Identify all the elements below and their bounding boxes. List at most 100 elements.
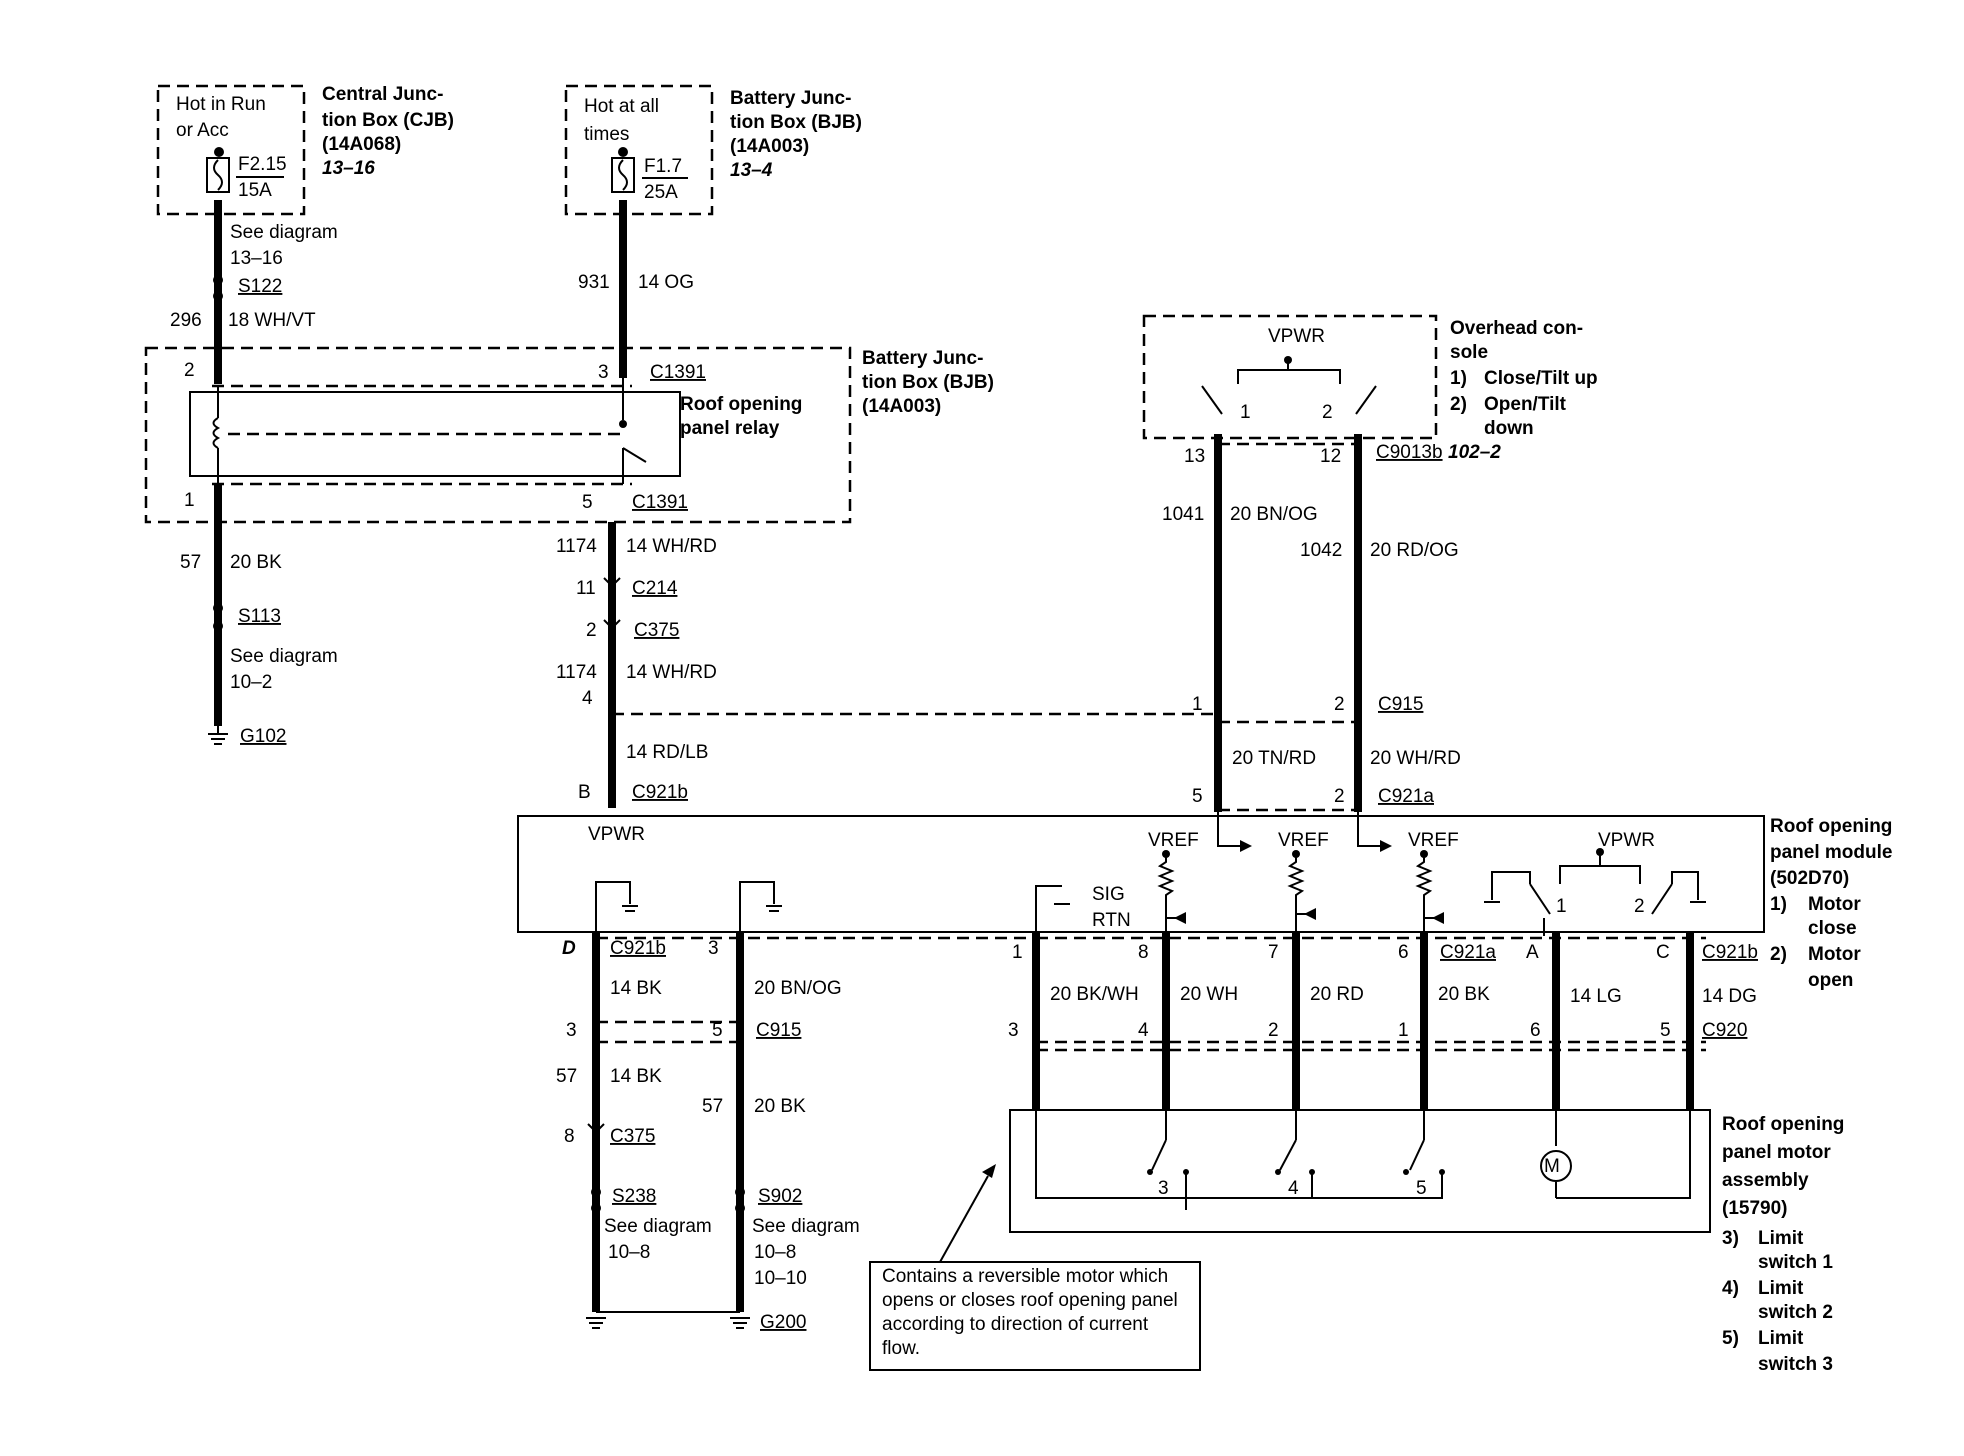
mid-p4: 4 bbox=[582, 688, 593, 709]
motor-item-5b: switch 3 bbox=[1758, 1354, 1833, 1375]
left-see-2: 13–16 bbox=[230, 248, 283, 269]
lr-p6: 6 bbox=[1398, 942, 1409, 963]
ll-pD: D bbox=[562, 938, 576, 959]
c921a-label: C921a bbox=[1378, 786, 1434, 807]
note-arrow bbox=[939, 1175, 989, 1263]
ll-see2-1: See diagram bbox=[752, 1216, 860, 1237]
overhead-item-2: Open/Tilt bbox=[1484, 394, 1567, 415]
ll-c915: C915 bbox=[756, 1020, 801, 1041]
relay-pin3: 3 bbox=[598, 362, 609, 383]
cjb-name-2: tion Box (CJB) bbox=[322, 110, 454, 131]
resistor-icon bbox=[1415, 850, 1444, 935]
circuit-57: 57 bbox=[180, 552, 201, 573]
lr-q6: 6 bbox=[1530, 1020, 1541, 1041]
mid-p11: 11 bbox=[576, 578, 596, 599]
cjb-name-1: Central Junc- bbox=[322, 84, 443, 105]
lr-q4: 4 bbox=[1138, 1020, 1149, 1041]
cjb-hot-line1: Hot in Run bbox=[176, 94, 266, 115]
relay-bjb-name-1: Battery Junc- bbox=[862, 348, 983, 369]
mid-pB: B bbox=[578, 782, 591, 803]
mid-c1: 1174 bbox=[556, 536, 597, 557]
module-item-1: Motor bbox=[1808, 894, 1861, 915]
ll-c921b: C921b bbox=[610, 938, 666, 959]
lr-w3: 20 RD bbox=[1310, 984, 1364, 1005]
lr-w5: 14 LG bbox=[1570, 986, 1622, 1007]
module-vref2: VREF bbox=[1278, 830, 1329, 851]
overhead-s2: 2 bbox=[1322, 402, 1333, 423]
lr-c920: C920 bbox=[1702, 1020, 1747, 1041]
module-item-1b: close bbox=[1808, 918, 1857, 939]
ll-c57b: 57 bbox=[702, 1096, 723, 1117]
c915-p2: 2 bbox=[1334, 694, 1345, 715]
module-name-1: Roof opening bbox=[1770, 816, 1892, 837]
note-line-3: according to direction of current bbox=[882, 1314, 1149, 1335]
ground-icon bbox=[208, 726, 228, 745]
ll-w20bnog: 20 BN/OG bbox=[754, 978, 842, 999]
motor-icon bbox=[1540, 1110, 1691, 1199]
module-name-2: panel module bbox=[1770, 842, 1892, 863]
note-line-4: flow. bbox=[882, 1338, 920, 1359]
motor-item-4: Limit bbox=[1758, 1278, 1804, 1299]
lr-p8: 8 bbox=[1138, 942, 1149, 963]
limit-switch-1-icon bbox=[1147, 1110, 1189, 1210]
mid-w3: 14 RD/LB bbox=[626, 742, 708, 763]
lr-w1: 20 BK/WH bbox=[1050, 984, 1139, 1005]
relay-conn-top: C1391 bbox=[650, 362, 706, 383]
ll-s238: S238 bbox=[612, 1186, 656, 1207]
overhead-s1: 1 bbox=[1240, 402, 1251, 423]
note-line-2: opens or closes roof opening panel bbox=[882, 1290, 1178, 1311]
relay-body bbox=[189, 391, 681, 477]
splice-s122: S122 bbox=[238, 276, 282, 297]
ll-g200: G200 bbox=[760, 1312, 806, 1333]
switch-close-icon bbox=[1201, 385, 1223, 415]
ll-p3: 3 bbox=[708, 938, 719, 959]
relay-switch-icon bbox=[622, 447, 647, 463]
ll-see1-1: See diagram bbox=[604, 1216, 712, 1237]
bjb-name-2: tion Box (BJB) bbox=[730, 112, 862, 133]
overhead-name-2: sole bbox=[1450, 342, 1488, 363]
roof-module-box bbox=[517, 815, 1765, 933]
relay-bjb-box bbox=[144, 346, 852, 524]
lr-q3: 3 bbox=[1008, 1020, 1019, 1041]
fuse-icon bbox=[206, 157, 230, 193]
overhead-c1041: 1041 bbox=[1162, 504, 1204, 525]
module-vref1: VREF bbox=[1148, 830, 1199, 851]
lr-w6: 14 DG bbox=[1702, 986, 1757, 1007]
overhead-w1042: 20 RD/OG bbox=[1370, 540, 1459, 561]
left-gnd-see-1: See diagram bbox=[230, 646, 338, 667]
motor-name-4: (15790) bbox=[1722, 1198, 1788, 1219]
splice-s113: S113 bbox=[238, 606, 281, 627]
circuit-296: 296 bbox=[170, 310, 202, 331]
bjb-name-1: Battery Junc- bbox=[730, 88, 851, 109]
overhead-conn: C9013b bbox=[1376, 442, 1443, 463]
motor-item-3b: switch 1 bbox=[1758, 1252, 1833, 1273]
note-line-1: Contains a reversible motor which bbox=[882, 1266, 1168, 1287]
ll-see2-3: 10–10 bbox=[754, 1268, 807, 1289]
module-vpwr2: VPWR bbox=[1598, 830, 1655, 851]
lr-p7: 7 bbox=[1268, 942, 1279, 963]
relay-conn-bot: C1391 bbox=[632, 492, 688, 513]
module-m1: 1 bbox=[1556, 896, 1567, 917]
motor-item-3n: 3) bbox=[1722, 1228, 1739, 1249]
lr-c921b: C921b bbox=[1702, 942, 1758, 963]
overhead-item-1: Close/Tilt up bbox=[1484, 368, 1598, 389]
bjb-name-3: (14A003) bbox=[730, 136, 809, 157]
fuse-icon bbox=[611, 157, 635, 193]
motor-item-5n: 5) bbox=[1722, 1328, 1739, 1349]
relay-bjb-name-2: tion Box (BJB) bbox=[862, 372, 994, 393]
ll-p8: 8 bbox=[564, 1126, 575, 1147]
left-see-1: See diagram bbox=[230, 222, 338, 243]
bjb-top-box: Hot at all times F1.7 25A bbox=[564, 84, 714, 216]
module-vpwr1: VPWR bbox=[588, 824, 645, 845]
lr-q2: 2 bbox=[1268, 1020, 1279, 1041]
lr-q1: 1 bbox=[1398, 1020, 1409, 1041]
bjb-hot-line1: Hot at all bbox=[584, 96, 659, 117]
c921a-p2: 2 bbox=[1334, 786, 1345, 807]
bjb-ref: 13–4 bbox=[730, 160, 773, 181]
resistor-icon bbox=[1287, 850, 1316, 935]
mid-conn3: C921b bbox=[632, 782, 688, 803]
relay-pin2: 2 bbox=[184, 360, 195, 381]
motor-name-1: Roof opening bbox=[1722, 1114, 1844, 1135]
overhead-item-2b: down bbox=[1484, 418, 1534, 439]
mid-c2: 1174 bbox=[556, 662, 597, 683]
